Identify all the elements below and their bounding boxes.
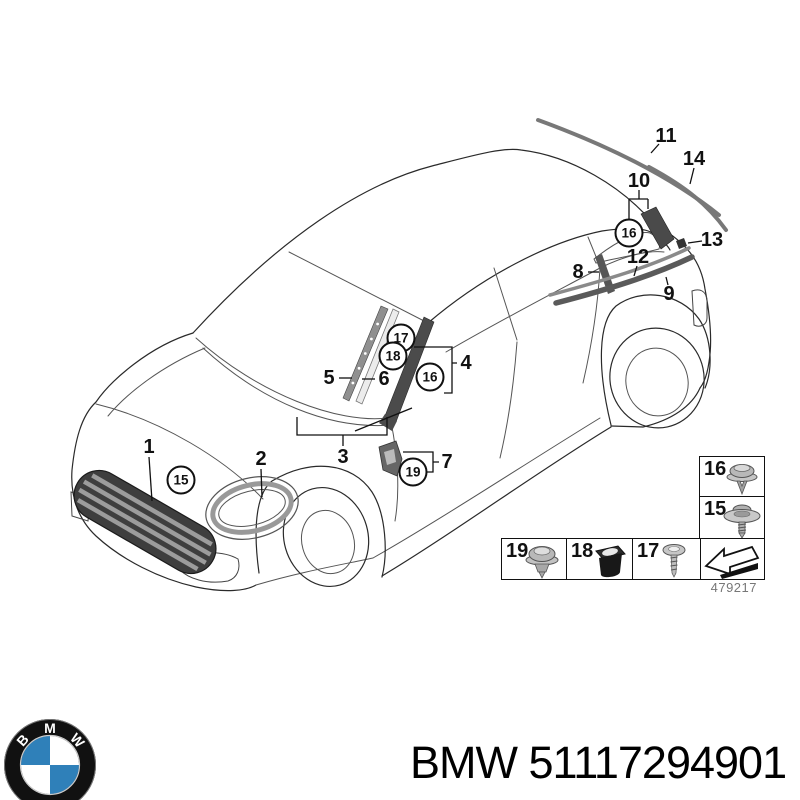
rear-wheel [609, 327, 705, 429]
legend-cell-18: 18 [566, 538, 634, 580]
screw-icon [662, 544, 686, 578]
front-wheel-arch [255, 465, 386, 578]
front-wheel [282, 486, 370, 588]
callout-1: 1 [143, 436, 155, 458]
a-pillar-trim-foot [379, 414, 397, 431]
windshield-side-strip-5 [342, 305, 389, 402]
callout-3: 3 [337, 446, 349, 468]
callout-9: 9 [663, 283, 675, 305]
callout-circled-15: 15 [166, 465, 196, 495]
legend-cell-16: 16 [699, 456, 765, 498]
grille-trim [73, 469, 217, 575]
callout-11: 11 [655, 125, 677, 147]
legend-cell-15: 15 [699, 496, 765, 540]
bmw-logo-letter-m: M [44, 720, 56, 736]
legend-label-15: 15 [704, 498, 727, 520]
callout-7: 7 [441, 451, 453, 473]
callout-circled-16-rear: 16 [614, 218, 644, 248]
part-number-text: BMW 51117294901 [410, 737, 787, 788]
d-pillar-trim-10 [640, 206, 675, 250]
quarter-window-trim-8 [595, 254, 615, 294]
legend-label-17: 17 [637, 540, 660, 562]
callout-5: 5 [323, 367, 335, 389]
callout-13: 13 [700, 229, 724, 251]
rivet-clip-icon [726, 464, 758, 496]
legend-label-16: 16 [704, 458, 727, 480]
callout-6: 6 [378, 368, 390, 390]
legend-cell-19: 19 [501, 538, 568, 580]
spoiler-strip-14 [647, 165, 728, 232]
legend-cell-arrow [699, 538, 765, 580]
bmw-logo: B M W [4, 719, 96, 800]
callout-circled-18: 18 [378, 341, 408, 371]
leader-lines [148, 143, 703, 502]
rear-strip-9 [553, 254, 695, 306]
windshield [288, 251, 429, 324]
callout-circled-16-front: 16 [415, 362, 445, 392]
rubber-grommet-icon [595, 545, 626, 578]
push-pin-clip-icon [525, 546, 559, 579]
installation-direction-arrow-icon [704, 545, 760, 579]
callout-circled-19: 19 [398, 457, 428, 487]
washer-clip-icon [723, 504, 761, 539]
rear-strip-12 [548, 246, 691, 297]
headlight-outline [205, 476, 299, 540]
callout-14: 14 [682, 148, 706, 170]
callout-2: 2 [255, 448, 267, 470]
roofline [192, 148, 653, 334]
drawing-number: 479217 [710, 580, 757, 595]
callout-4: 4 [460, 352, 472, 374]
legend-label-19: 19 [506, 540, 529, 562]
legend-cell-17: 17 [632, 538, 701, 580]
rear-wheel-arch [600, 294, 711, 426]
callout-12: 12 [626, 246, 650, 268]
legend-label-18: 18 [571, 540, 594, 562]
callout-8: 8 [572, 261, 584, 283]
headlight-trim-ring [210, 481, 294, 535]
clip-13 [676, 238, 687, 249]
callout-10: 10 [627, 170, 651, 192]
